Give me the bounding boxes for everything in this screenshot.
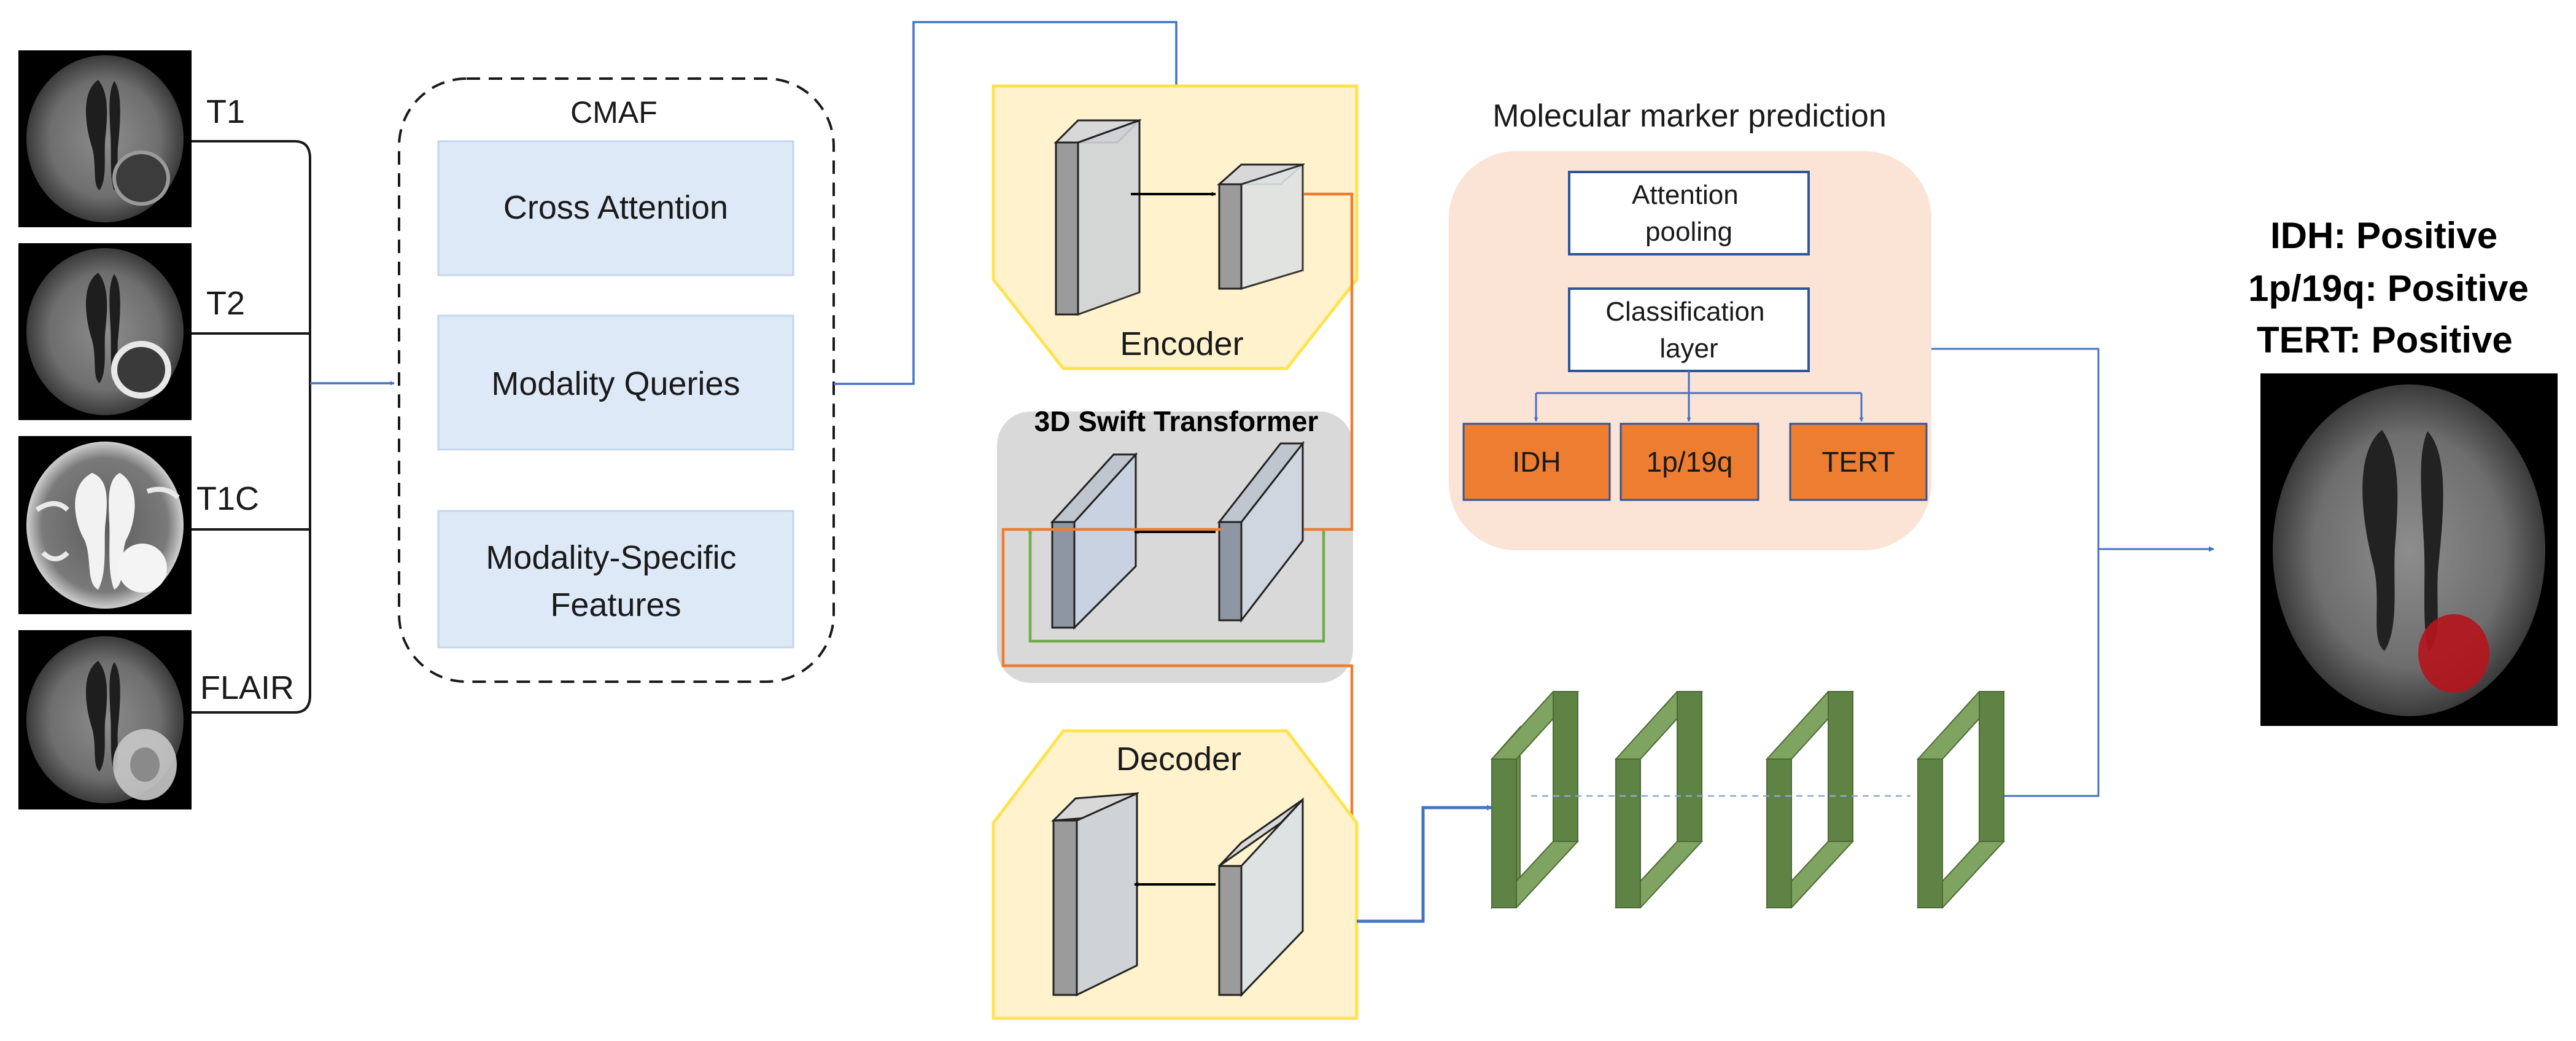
1p19q-output-label: 1p/19q	[1647, 446, 1733, 478]
attention-pooling-label: Attention pooling	[1632, 180, 1746, 247]
arrow-decoder-to-frames	[1357, 805, 1492, 923]
modality-label-t2: T2	[206, 285, 245, 322]
decoder-block: Decoder	[991, 729, 1359, 1020]
marker-prediction-panel: Attention pooling Classification layer I…	[1449, 151, 1931, 550]
result-1p19q: 1p/19q: Positive	[2248, 268, 2529, 309]
segmented-mri-image	[2260, 373, 2558, 726]
decoder-label: Decoder	[1116, 741, 1241, 778]
segmentation-frames	[1490, 691, 2006, 910]
mri-t1c-image	[18, 436, 192, 614]
encoder-block: Encoder	[991, 84, 1359, 370]
1p19q-output-box	[1620, 423, 1759, 501]
modality-specific-features-block	[437, 510, 794, 649]
arrow-cmaf-to-encoder	[834, 21, 1179, 385]
result-idh: IDH: Positive	[2270, 215, 2497, 256]
frame-4	[1916, 691, 2006, 908]
cmaf-title: CMAF	[570, 95, 658, 130]
cross-attention-block	[437, 140, 794, 276]
marker-title: Molecular marker prediction	[1492, 98, 1887, 134]
modality-queries-label: Modality Queries	[491, 365, 740, 402]
swin-transformer-block: 3D Swift Transformer	[997, 405, 1353, 683]
idh-output-label: IDH	[1512, 446, 1561, 478]
cross-attention-label: Cross Attention	[503, 189, 728, 226]
cmaf-module: CMAF Cross Attention Modality Queries Mo…	[398, 77, 835, 683]
classification-layer-label: Classification layer	[1605, 297, 1772, 364]
modality-label-t1: T1	[206, 93, 245, 130]
tert-output-box	[1789, 423, 1928, 501]
result-connectors	[1931, 348, 2214, 797]
idh-output-box	[1462, 423, 1611, 501]
modality-label-flair: FLAIR	[200, 669, 294, 706]
encoder-label: Encoder	[1120, 326, 1243, 362]
swin-label: 3D Swift Transformer	[1034, 405, 1319, 437]
tert-output-label: TERT	[1821, 446, 1895, 478]
mri-t2-image	[18, 243, 192, 420]
modality-queries-block	[437, 314, 794, 451]
frame-3	[1765, 691, 1855, 908]
modality-specific-features-label: Modality-Specific Features	[486, 539, 745, 623]
result-tert: TERT: Positive	[2257, 319, 2513, 361]
mri-t1-image	[18, 50, 192, 227]
modality-label-t1c: T1C	[196, 480, 259, 517]
modality-bracket	[192, 140, 311, 714]
attention-pooling-box	[1568, 171, 1810, 255]
mri-flair-image	[18, 630, 192, 809]
frame-2	[1614, 691, 1704, 908]
frame-1	[1490, 691, 1580, 910]
